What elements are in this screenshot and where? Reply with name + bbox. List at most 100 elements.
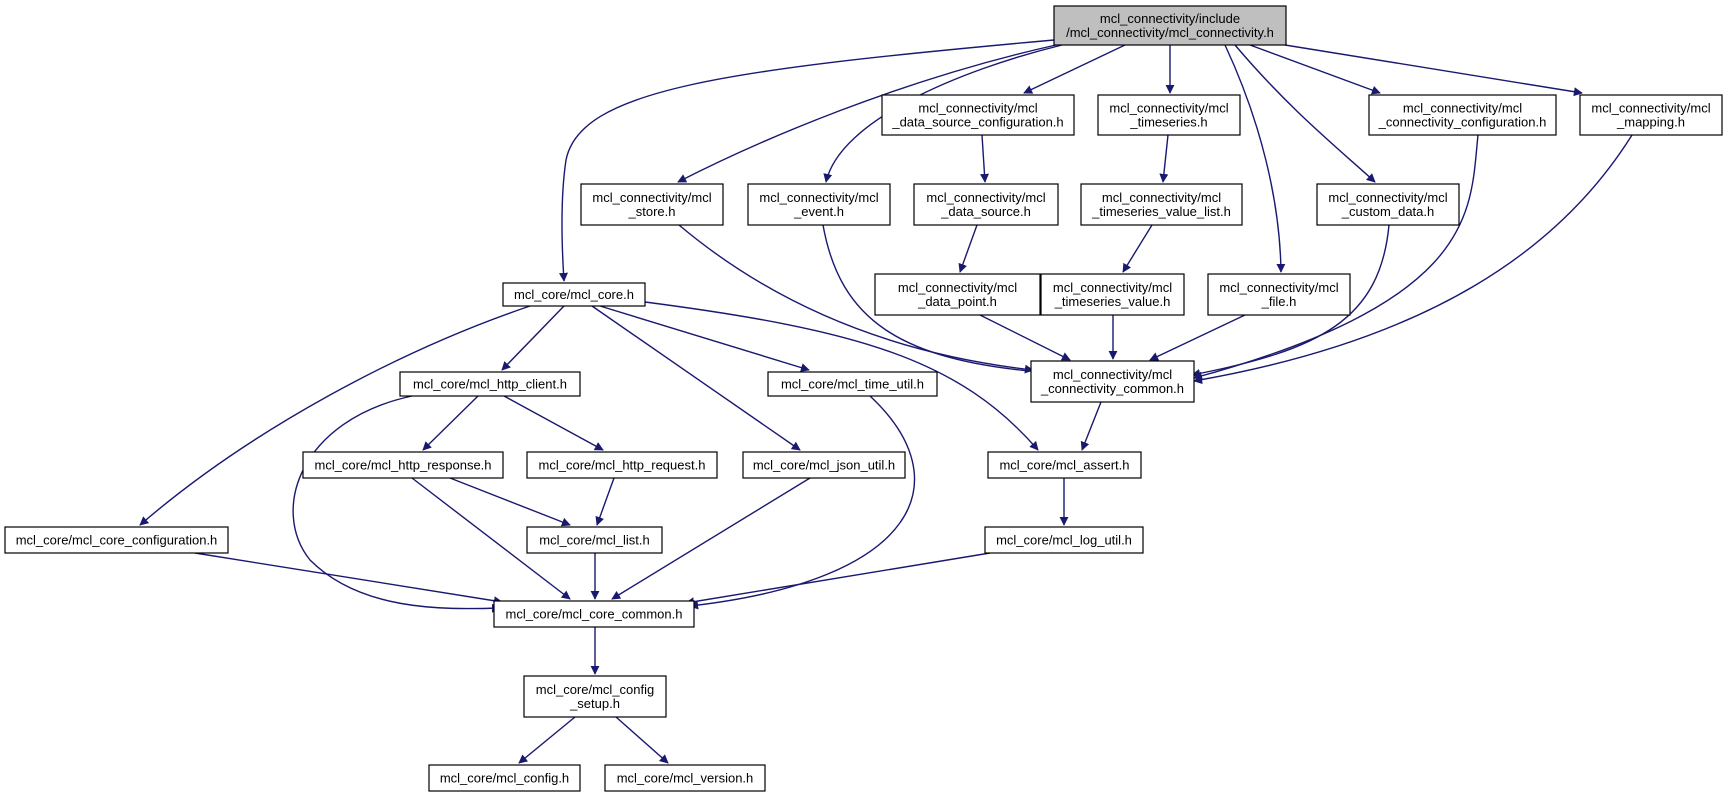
node-box: [1097, 94, 1241, 136]
node-label: mcl_core/mcl_version.h: [617, 771, 754, 786]
node-label: _file.h: [1261, 294, 1297, 309]
edge-core-to-httpc: [501, 305, 565, 371]
node-box: [302, 451, 504, 479]
node-label: mcl_connectivity/mcl: [1328, 190, 1447, 205]
node-label: _custom_data.h: [1341, 204, 1435, 219]
edge-root-to-dsconf: [1023, 44, 1126, 94]
node-tsvl[interactable]: mcl_connectivity/mcl_timeseries_value_li…: [1080, 183, 1243, 226]
edge-log-to-corecommon: [685, 552, 991, 607]
node-store[interactable]: mcl_connectivity/mcl_store.h: [580, 183, 724, 226]
node-list[interactable]: mcl_core/mcl_list.h: [526, 526, 663, 554]
node-label: _timeseries.h: [1129, 115, 1207, 130]
node-box: [1040, 273, 1185, 316]
node-config[interactable]: mcl_core/mcl_config.h: [428, 764, 581, 792]
node-box: [1579, 94, 1723, 136]
node-label: mcl_connectivity/mcl: [1403, 101, 1522, 116]
node-log[interactable]: mcl_core/mcl_log_util.h: [984, 526, 1144, 554]
node-dsconf[interactable]: mcl_connectivity/mcl_data_source_configu…: [881, 94, 1075, 136]
node-tsv[interactable]: mcl_connectivity/mcl_timeseries_value.h: [1040, 273, 1185, 316]
node-httpc[interactable]: mcl_core/mcl_http_client.h: [399, 371, 581, 397]
node-assert[interactable]: mcl_core/mcl_assert.h: [987, 451, 1142, 479]
edge-store-to-conncommon: [678, 224, 1034, 374]
node-custom[interactable]: mcl_connectivity/mcl_custom_data.h: [1316, 183, 1460, 226]
node-label: mcl_connectivity/mcl: [918, 101, 1037, 116]
node-box: [1368, 94, 1557, 136]
node-label: mcl_connectivity/mcl: [1219, 280, 1338, 295]
edge-core-to-coreconf: [139, 305, 531, 526]
node-box: [747, 183, 891, 226]
node-event[interactable]: mcl_connectivity/mcl_event.h: [747, 183, 891, 226]
node-box: [1207, 273, 1351, 316]
node-box: [874, 273, 1041, 316]
node-label: mcl_core/mcl_http_client.h: [413, 377, 567, 392]
node-cfgsetup[interactable]: mcl_core/mcl_config_setup.h: [523, 675, 667, 718]
node-box: [580, 183, 724, 226]
node-label: mcl_core/mcl_config: [536, 682, 655, 697]
node-label: mcl_connectivity/mcl: [1109, 101, 1228, 116]
node-json[interactable]: mcl_core/mcl_json_util.h: [742, 451, 906, 479]
node-box: [767, 371, 938, 397]
node-label: _data_point.h: [917, 294, 997, 309]
node-version[interactable]: mcl_core/mcl_version.h: [604, 764, 766, 792]
node-root[interactable]: mcl_connectivity/include/mcl_connectivit…: [1053, 5, 1287, 46]
node-label: mcl_connectivity/include: [1100, 11, 1240, 26]
node-connconf[interactable]: mcl_connectivity/mcl_connectivity_config…: [1368, 94, 1557, 136]
node-httpreq[interactable]: mcl_core/mcl_http_request.h: [526, 451, 718, 479]
node-box: [987, 451, 1142, 479]
node-label: mcl_core/mcl_core_configuration.h: [16, 533, 218, 548]
edge-conncommon-to-assert: [1080, 401, 1102, 451]
node-label: _data_source.h: [940, 204, 1031, 219]
edge-cfgsetup-to-config: [518, 716, 576, 764]
node-label: mcl_connectivity/mcl: [898, 280, 1017, 295]
edge-dsconf-to-ds: [979, 134, 989, 183]
node-httpresp[interactable]: mcl_core/mcl_http_response.h: [302, 451, 504, 479]
edge-json-to-corecommon: [611, 477, 811, 600]
edge-dp-to-conncommon: [979, 314, 1071, 361]
node-label: _connectivity_configuration.h: [1378, 115, 1547, 130]
edge-root-to-core: [558, 39, 1055, 282]
node-label: _mapping.h: [1616, 115, 1685, 130]
edge-httpresp-to-list: [449, 477, 571, 527]
node-label: mcl_core/mcl_log_util.h: [996, 533, 1132, 548]
node-box: [742, 451, 906, 479]
node-box: [1030, 360, 1195, 403]
node-box: [913, 183, 1059, 226]
node-box: [4, 526, 229, 554]
edge-httpc-to-corecommon: [292, 395, 501, 613]
edge-httpreq-to-list: [595, 477, 615, 526]
edge-core-to-assert: [644, 301, 1039, 451]
edge-httpresp-to-corecommon: [411, 477, 571, 600]
node-label: _store.h: [628, 204, 676, 219]
node-box: [526, 451, 718, 479]
edge-root-to-file: [1224, 44, 1286, 273]
node-label: _timeseries_value.h: [1054, 294, 1171, 309]
edge-event-to-conncommon: [822, 224, 1041, 376]
node-coreconf[interactable]: mcl_core/mcl_core_configuration.h: [4, 526, 229, 554]
node-box: [881, 94, 1075, 136]
node-corecommon[interactable]: mcl_core/mcl_core_common.h: [493, 600, 695, 628]
node-dp[interactable]: mcl_connectivity/mcl_data_point.h: [874, 273, 1041, 316]
node-file[interactable]: mcl_connectivity/mcl_file.h: [1207, 273, 1351, 316]
node-ts[interactable]: mcl_connectivity/mcl_timeseries.h: [1097, 94, 1241, 136]
node-label: mcl_core/mcl_http_request.h: [539, 458, 706, 473]
node-ds[interactable]: mcl_connectivity/mcl_data_source.h: [913, 183, 1059, 226]
edge-core-to-json: [591, 305, 801, 451]
node-box: [1053, 5, 1287, 46]
edge-file-to-conncommon: [1149, 314, 1246, 361]
node-conncommon[interactable]: mcl_connectivity/mcl_connectivity_common…: [1030, 360, 1195, 403]
node-label: _event.h: [793, 204, 844, 219]
node-core[interactable]: mcl_core/mcl_core.h: [502, 282, 646, 307]
edge-httpc-to-httpreq: [503, 395, 604, 451]
edge-root-to-mapping: [1284, 44, 1583, 97]
node-mapping[interactable]: mcl_connectivity/mcl_mapping.h: [1579, 94, 1723, 136]
edge-root-to-connconf: [1249, 44, 1381, 95]
node-box: [502, 282, 646, 307]
edge-coreconf-to-corecommon: [194, 552, 503, 606]
node-label: _data_source_configuration.h: [891, 115, 1063, 130]
node-box: [493, 600, 695, 628]
edge-timeu-to-corecommon: [689, 395, 916, 610]
node-timeu[interactable]: mcl_core/mcl_time_util.h: [767, 371, 938, 397]
node-box: [984, 526, 1144, 554]
edge-connconf-to-conncommon: [1193, 134, 1479, 381]
